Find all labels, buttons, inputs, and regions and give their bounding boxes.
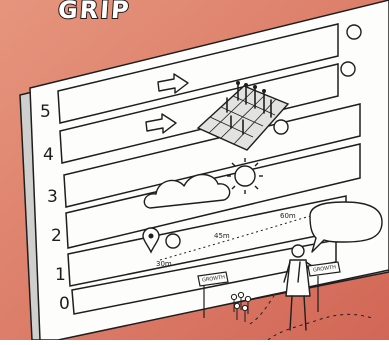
level-label-0: 0 <box>59 294 70 314</box>
status-circle-3 <box>274 120 288 134</box>
level-label-2: 2 <box>51 226 62 246</box>
status-circle-5 <box>347 25 361 39</box>
status-circle-1 <box>166 234 180 248</box>
tick-45m: 45m <box>214 232 230 240</box>
status-circle-4 <box>341 62 355 76</box>
level-label-1: 1 <box>55 265 66 285</box>
level-label-5: 5 <box>40 102 51 122</box>
tick-30m: 30m <box>156 260 172 268</box>
level-label-3: 3 <box>47 187 58 207</box>
tick-60m: 60m <box>280 212 296 220</box>
title: GRIP <box>57 0 132 24</box>
level-label-4: 4 <box>43 145 54 165</box>
